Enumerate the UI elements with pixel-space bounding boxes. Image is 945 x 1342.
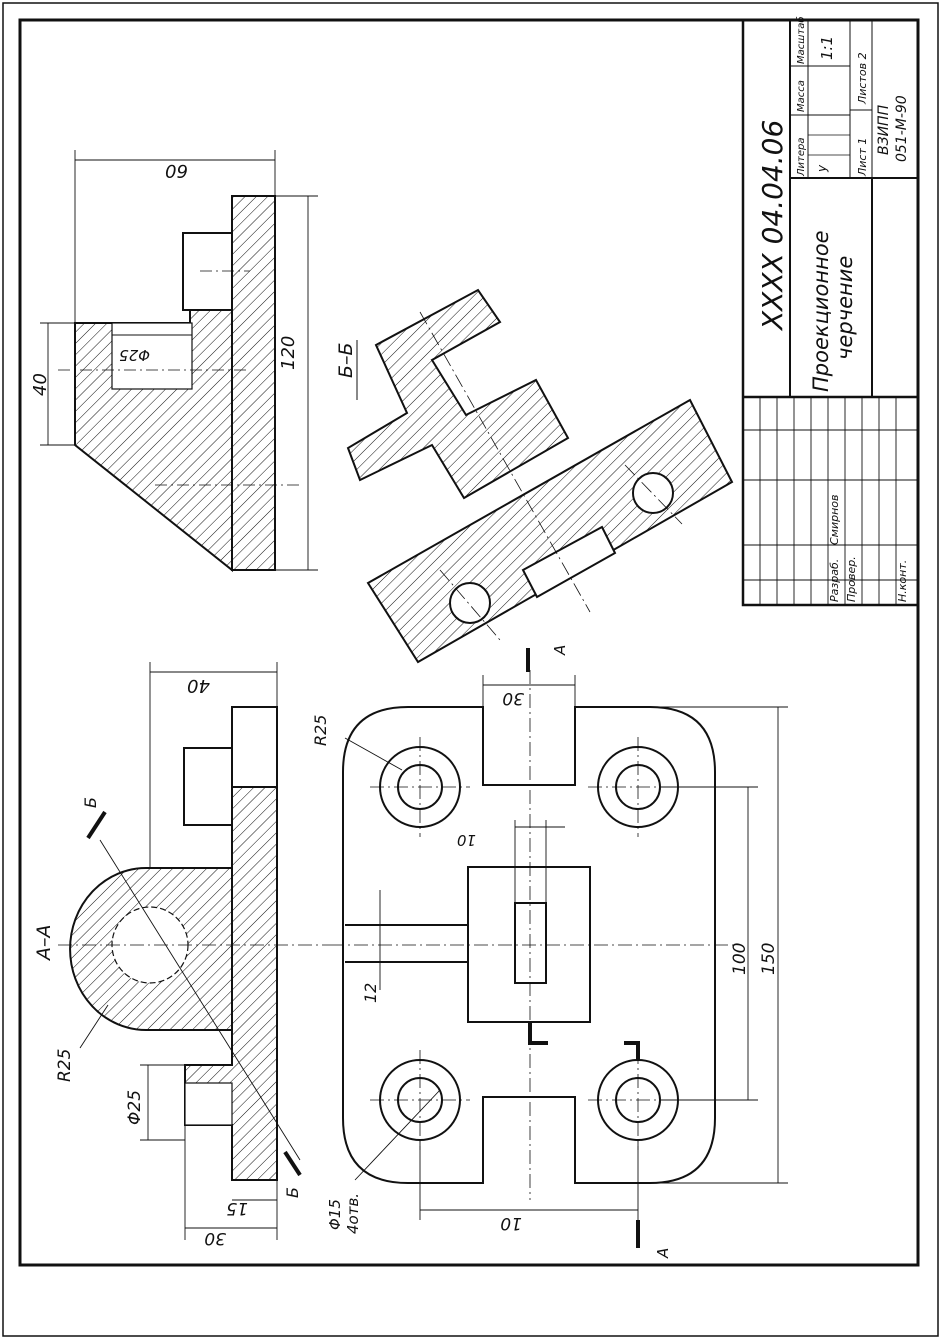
title-designation: XXXX 04.04.06 [756, 120, 789, 332]
title-sheet: Лист 1 [856, 138, 869, 177]
section-bb [346, 288, 734, 664]
side-view-flange [231, 195, 276, 571]
title-litera-value: у [815, 164, 829, 173]
title-role-norm: Н.конт. [896, 560, 909, 602]
section-bb-slot [521, 525, 617, 599]
section-aa-depth-dim: 40 [187, 675, 210, 696]
plan-view-inner-slot-dim: 10 [457, 831, 476, 849]
title-col-litera: Литера [796, 138, 807, 177]
drawing-frame [18, 18, 920, 1267]
side-view-hole [111, 322, 193, 390]
section-aa-hub [183, 747, 233, 826]
title-block [741, 18, 920, 607]
plan-view-inner-slot [514, 902, 547, 984]
plan-view-slot-width-dim: 30 [502, 688, 524, 708]
section-aa-cut-letter-top: Б [81, 797, 100, 808]
side-view-height-dim: 120 [278, 336, 299, 370]
section-aa-label: А–А [33, 925, 55, 963]
section-aa-cut-mark-top [86, 810, 107, 840]
section-aa-hole-dim: Φ25 [125, 1090, 145, 1125]
plan-view-holes-dim: Φ15 [326, 1199, 344, 1230]
side-view-width-dim: 60 [165, 160, 188, 181]
section-aa-dimensions [79, 662, 278, 1240]
plan-view-cut-letter-top: A [551, 645, 569, 656]
title-org-line1: ВЗИПП [876, 104, 892, 155]
title-org-line2: 051-М-90 [894, 95, 910, 162]
plan-view-hole-spacing-dim: 100 [730, 943, 750, 975]
section-aa [58, 706, 330, 1181]
title-sheets: Листов 2 [856, 52, 869, 105]
section-bb-label: Б–Б [335, 342, 357, 378]
title-role-developer: Разраб. [828, 559, 841, 602]
title-name-line2: черчение [833, 256, 857, 360]
title-role-checker: Провер. [845, 556, 858, 602]
title-col-mass: Масса [796, 80, 807, 112]
plan-view-overall-dim: 150 [759, 943, 779, 975]
side-view-boss-dim: 40 [30, 373, 51, 396]
title-name-line1: Проекционное [809, 230, 833, 392]
plan-view-dimensions [344, 675, 788, 1220]
section-bb-cross [346, 288, 570, 500]
plan-view-corner-radius-dim: R25 [311, 715, 330, 746]
plan-view-cut-letter-bottom: A [654, 1248, 672, 1259]
section-aa-cut-mark-bottom [283, 1150, 302, 1177]
section-aa-step-dim: 15 [226, 1198, 248, 1218]
side-view [58, 195, 300, 573]
section-aa-base-dim: 30 [204, 1228, 226, 1248]
plan-view-cut-marks [526, 648, 640, 1248]
title-col-scale: Масштаб [795, 16, 807, 64]
section-bb-hole-2 [632, 472, 674, 514]
title-name-developer: Смирнов [828, 494, 841, 545]
plan-view [330, 670, 735, 1200]
side-view-hub [182, 232, 233, 311]
section-aa-hole [184, 1082, 233, 1126]
plan-view-bottom-spacing-dim: 10 [500, 1213, 522, 1233]
plan-view-holes-count: 4отв. [344, 1193, 362, 1234]
section-aa-radius-dim: R25 [55, 1049, 75, 1082]
section-aa-flange-top [231, 706, 278, 788]
side-view-dimensions [40, 150, 318, 571]
section-aa-cut-letter-bottom: Б [283, 1187, 302, 1198]
plan-view-rib-dim: 12 [361, 983, 380, 1003]
title-scale-value: 1:1 [818, 36, 836, 60]
side-view-hole-dim: Φ25 [119, 346, 150, 364]
